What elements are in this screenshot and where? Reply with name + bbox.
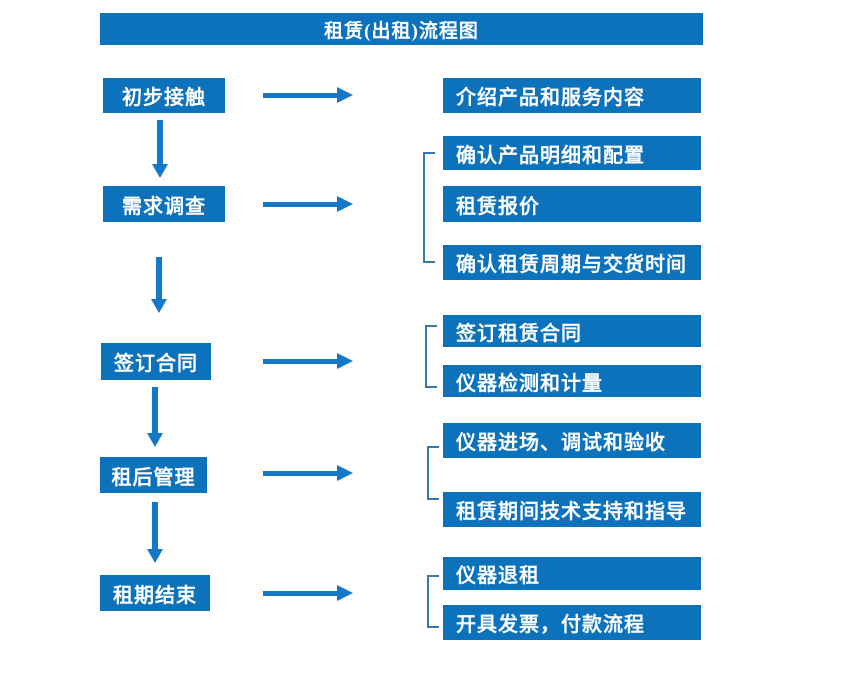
detail-box-instrument-testing: 仪器检测和计量 [443,365,701,397]
bracket-connector [423,152,435,263]
right-arrow-icon [263,585,353,601]
flowchart-title-bar: 租赁(出租)流程图 [100,13,703,45]
down-arrow-icon [152,120,168,178]
right-arrow-icon [263,353,353,369]
detail-box-rental-quote: 租赁报价 [443,186,701,222]
bracket-connector [425,325,437,388]
stage-box-initial-contact: 初步接触 [103,78,225,113]
down-arrow-icon [147,502,163,563]
bracket-connector [427,575,439,628]
right-arrow-icon [263,87,353,103]
stage-box-demand-survey: 需求调查 [103,186,225,222]
stage-box-rental-end: 租期结束 [100,575,210,611]
bracket-connector [427,446,439,500]
detail-box-technical-support: 租赁期间技术支持和指导 [443,492,701,527]
detail-box-instrument-return: 仪器退租 [443,557,701,590]
detail-box-introduce-products: 介绍产品和服务内容 [443,78,701,113]
right-arrow-icon [263,196,353,212]
flowchart-title: 租赁(出租)流程图 [324,20,479,42]
down-arrow-icon [151,257,167,313]
detail-box-instrument-entry-acceptance: 仪器进场、调试和验收 [443,423,701,458]
detail-box-invoice-payment: 开具发票，付款流程 [443,605,701,640]
detail-box-sign-rental-contract: 签订租赁合同 [443,315,701,347]
stage-box-sign-contract: 签订合同 [101,343,211,380]
right-arrow-icon [263,465,353,481]
detail-box-confirm-rental-period: 确认租赁周期与交货时间 [443,245,701,280]
detail-box-confirm-product-details: 确认产品明细和配置 [443,136,701,170]
down-arrow-icon [147,387,163,447]
stage-box-post-rental-management: 租后管理 [100,457,207,493]
